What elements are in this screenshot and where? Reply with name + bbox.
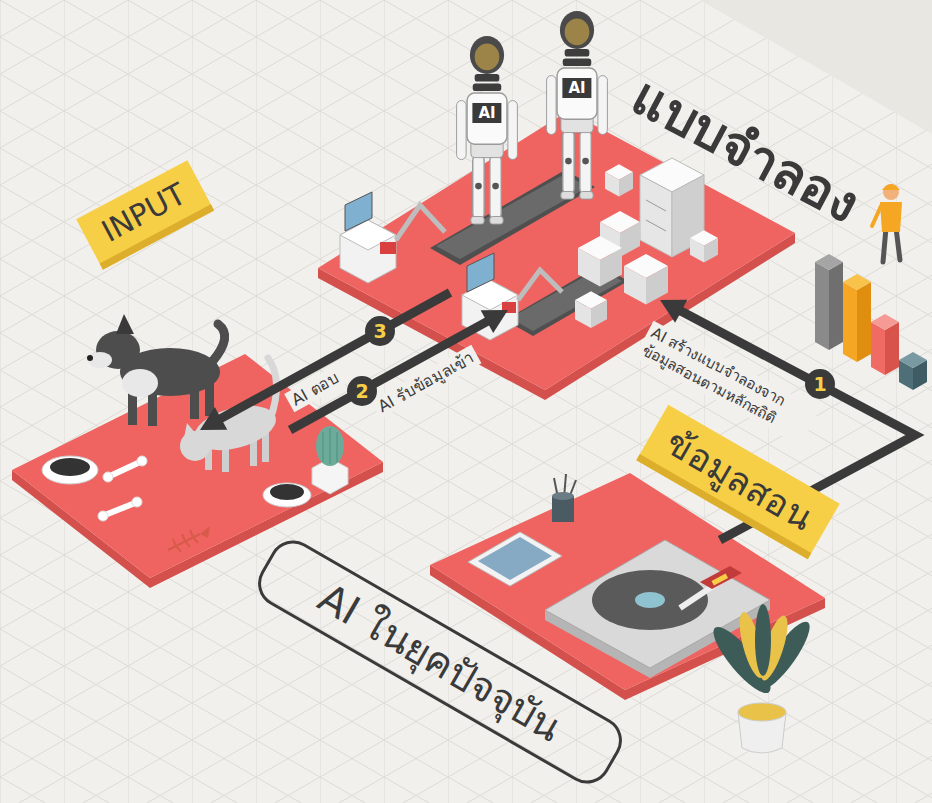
food-bowl (42, 456, 98, 484)
food-bowl (263, 483, 311, 507)
hard-drive (635, 592, 665, 608)
hard-drive (700, 566, 742, 589)
dog-figure (88, 352, 112, 368)
worker-figure (883, 228, 886, 262)
cabinet (646, 220, 666, 231)
worker-figure (872, 184, 902, 262)
machine-unit (380, 242, 396, 254)
flow-arrow (290, 310, 508, 430)
bone (110, 462, 140, 476)
platform-area: ข้อมูลสอน (540, 540, 730, 625)
robot-figure (547, 11, 608, 199)
callout-number: 3 (365, 316, 395, 346)
machine-unit (518, 270, 562, 300)
cabinet (640, 175, 672, 257)
box-cube (690, 230, 718, 262)
machine-unit (396, 205, 445, 240)
cactus-pot (312, 426, 348, 494)
bar-chart (885, 322, 899, 375)
fish-bone (200, 526, 210, 538)
cactus-pot (316, 426, 344, 466)
box-cube (575, 291, 607, 328)
box-cube (605, 164, 633, 196)
callout-number: 2 (347, 376, 377, 406)
bar-chart (871, 314, 899, 330)
food-bowl (50, 458, 90, 476)
robot-figure (457, 36, 518, 224)
platform-area: INPUT (105, 430, 295, 505)
worker-figure (882, 184, 900, 190)
worker-figure (883, 184, 899, 200)
platform-area: แบบจำลอง (450, 200, 660, 310)
dog-figure (212, 324, 225, 362)
bar-chart (871, 322, 885, 375)
pen-cup (552, 492, 574, 500)
bone (98, 456, 147, 521)
phone-icon (468, 532, 562, 586)
flow-arrow (200, 293, 450, 430)
phone-icon (468, 532, 562, 586)
dog-figure (116, 314, 134, 334)
phone-icon (478, 537, 552, 580)
box-cube (624, 254, 668, 305)
worker-figure (880, 202, 902, 232)
box-cube (578, 236, 622, 287)
potted-plant (755, 604, 771, 676)
bar-chart (829, 262, 843, 350)
machine-unit (345, 192, 372, 231)
bar-chart (815, 262, 829, 350)
worker-figure (896, 228, 900, 260)
bar-chart (815, 254, 927, 390)
cactus-pot (323, 428, 337, 464)
bone (98, 511, 108, 521)
potted-plant (706, 604, 817, 753)
food-bowl (270, 484, 304, 500)
dog-figure (122, 369, 158, 397)
arrow-head (481, 310, 508, 333)
potted-plant (738, 703, 786, 721)
fish-bone (168, 530, 200, 552)
bar-chart (843, 282, 857, 362)
dog-figure (87, 355, 93, 361)
bar-chart (899, 352, 927, 368)
chest-label: AI (472, 103, 501, 123)
bone (132, 497, 142, 507)
worker-figure (872, 206, 881, 226)
flow-line (219, 293, 450, 420)
pen-cup (552, 474, 576, 522)
bone (103, 472, 113, 482)
fish-bone (168, 526, 210, 552)
hard-drive (712, 574, 728, 586)
conveyor-belt (430, 170, 628, 336)
bone (137, 456, 147, 466)
food-bowl (42, 456, 311, 507)
cat-figure (184, 423, 196, 438)
bone (105, 503, 135, 515)
dog-figure (87, 314, 225, 426)
chest-label: AI (562, 78, 591, 98)
arrow-head (660, 300, 687, 323)
machine-unit (467, 253, 494, 292)
callout-number: 1 (805, 369, 835, 399)
bar-chart (815, 254, 843, 270)
bar-chart (843, 274, 871, 290)
bar-chart (857, 282, 871, 362)
arrow-head (200, 407, 227, 430)
cabinet (646, 200, 666, 211)
